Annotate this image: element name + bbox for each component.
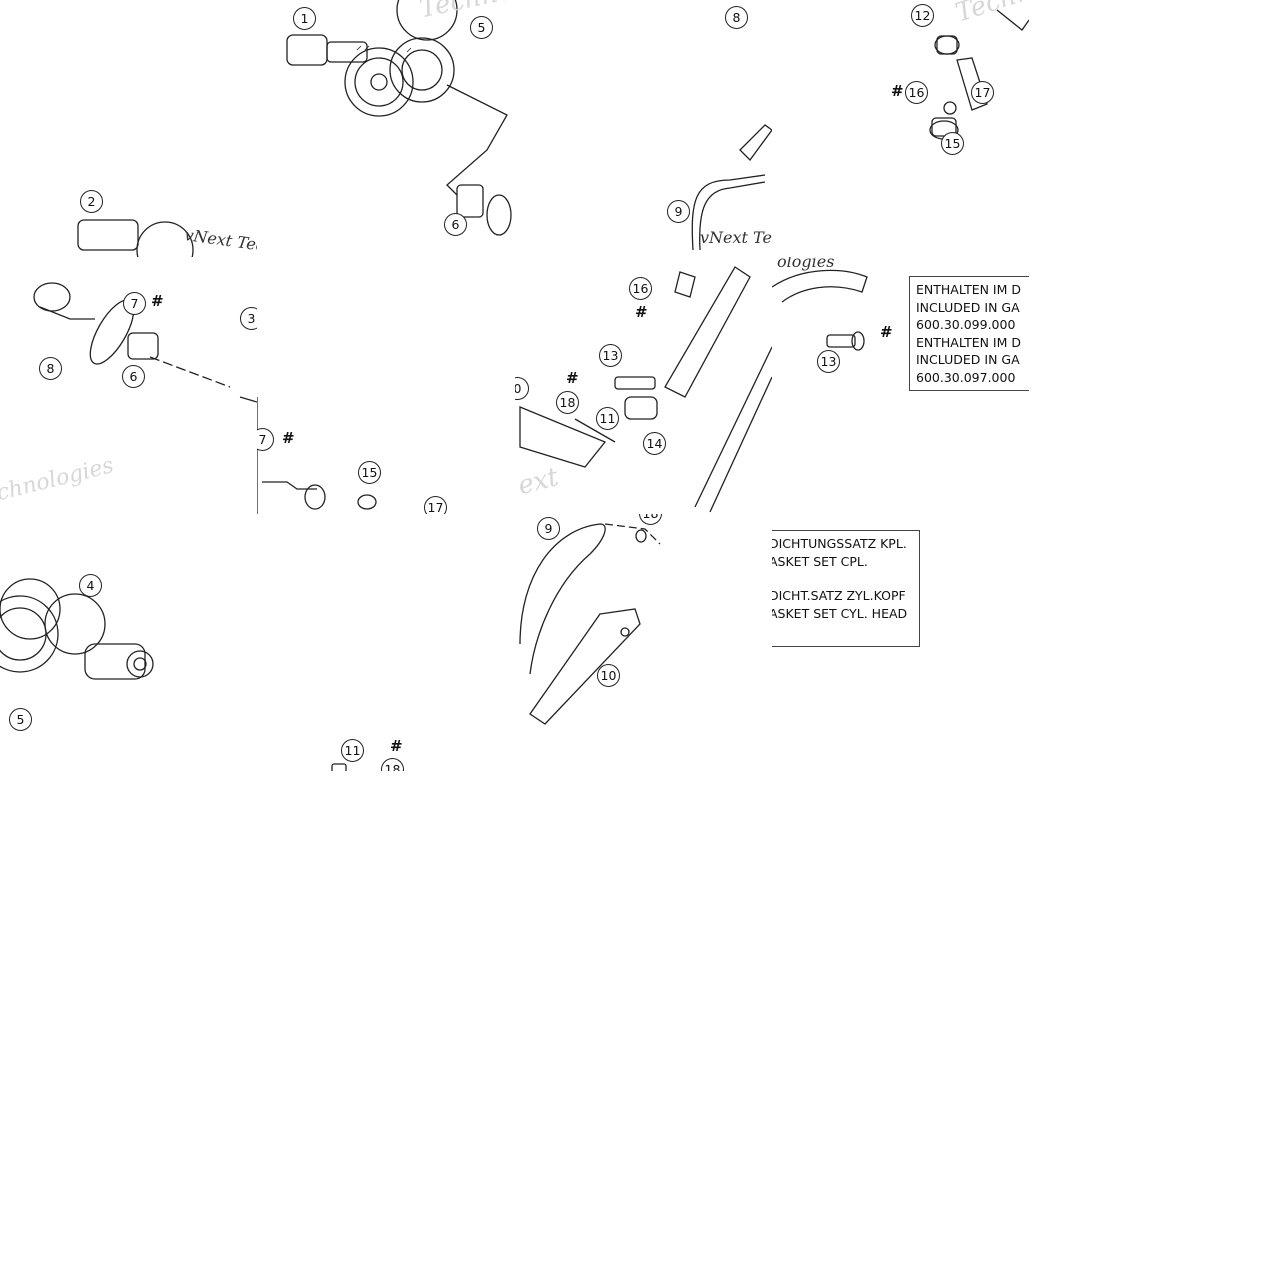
tile-camshaft-top: Technolo 1 5 6 bbox=[257, 0, 515, 257]
callout-13b: 13 bbox=[817, 350, 840, 373]
info-line: DICHT.SATZ ZYL.KOPF bbox=[772, 588, 906, 603]
callout-2: 2 bbox=[80, 190, 103, 213]
tensioner-drawing bbox=[772, 269, 868, 351]
callout-13: 13 bbox=[599, 344, 622, 367]
callout-10b: 10 bbox=[597, 664, 620, 687]
callout-9b: 9 bbox=[537, 517, 560, 540]
tile-chain-top: vNext Tec 8 9 bbox=[515, 0, 772, 257]
camshaft-bottom-drawing bbox=[0, 578, 154, 680]
info-line: ENTHALTEN IM D bbox=[916, 334, 1022, 350]
info-box-gasket-set: DICHTUNGSSATZ KPL. ASKET SET CPL. DICHT.… bbox=[772, 530, 920, 647]
info-line: INCLUDED IN GA bbox=[916, 352, 1020, 367]
camshaft-fragment-drawing bbox=[77, 219, 194, 257]
callout-1: 1 bbox=[293, 7, 316, 30]
watermark-text: ologies bbox=[777, 257, 835, 271]
watermark-text: vNext Tec bbox=[700, 228, 772, 247]
hash-mark: # bbox=[151, 292, 164, 310]
info-gap bbox=[772, 570, 913, 587]
tile-chain-bottom: 9 18 10 bbox=[515, 514, 772, 771]
callout-6b: 6 bbox=[122, 365, 145, 388]
tile-info-bottom: DICHTUNGSSATZ KPL. ASKET SET CPL. DICHT.… bbox=[772, 514, 1029, 771]
tile-camshaft-bottom: 4 5 bbox=[0, 514, 257, 771]
callout-16: 16 bbox=[905, 81, 928, 104]
callout-6: 6 bbox=[444, 213, 467, 236]
info-line: ASKET SET CPL. bbox=[772, 553, 868, 569]
callout-5b: 5 bbox=[9, 708, 32, 731]
hash-mark: # bbox=[891, 82, 904, 100]
callout-5: 5 bbox=[470, 16, 493, 39]
tile-info-top: ologies 13 # ENTHALTEN IM D INCLUDED IN … bbox=[772, 257, 1029, 514]
callout-7b: 7 bbox=[257, 428, 274, 451]
callout-15: 15 bbox=[941, 132, 964, 155]
info-line: INCLUDED IN GA bbox=[916, 299, 1020, 315]
callout-7: 7 bbox=[123, 292, 146, 315]
callout-14: 14 bbox=[643, 432, 666, 455]
hash-mark: # bbox=[566, 369, 579, 387]
chain-top-drawing bbox=[691, 124, 772, 251]
callout-18: 18 bbox=[556, 391, 579, 414]
chain-guide-drawing bbox=[519, 266, 772, 513]
hash-mark: # bbox=[390, 737, 403, 755]
callout-9: 9 bbox=[667, 200, 690, 223]
callout-8b: 8 bbox=[39, 357, 62, 380]
bolts-drawing bbox=[929, 9, 1029, 140]
hash-mark: # bbox=[282, 429, 295, 447]
info-box-included-in: ENTHALTEN IM D INCLUDED IN GA 600.30.099… bbox=[909, 276, 1029, 391]
seal-drawing bbox=[257, 397, 377, 514]
callout-12: 12 bbox=[911, 4, 934, 27]
info-line: DICHTUNGSSATZ KPL. bbox=[772, 536, 907, 551]
tile-bolt-bottom: 11 # 18 bbox=[257, 728, 514, 771]
tile-chain-middle: ext 16 # 13 # 18 11 14 0 bbox=[515, 257, 772, 514]
callout-3: 3 bbox=[240, 307, 257, 330]
tile-shaft-left: chnologies 7 # 8 6 3 bbox=[0, 257, 257, 514]
chain-guide-bottom-drawing bbox=[519, 523, 661, 725]
tile-camshaft-left: vNext Tec 2 bbox=[0, 0, 257, 257]
callout-17: 17 bbox=[971, 81, 994, 104]
callout-11b: 11 bbox=[341, 739, 364, 762]
tile-seal-middle: 7 # 15 17 bbox=[257, 257, 514, 514]
callout-4: 4 bbox=[79, 574, 102, 597]
callout-11: 11 bbox=[596, 407, 619, 430]
info-line: 600.30.099.000 bbox=[916, 317, 1016, 332]
tile-bolts-top: Technolo 12 # 16 17 15 16 bbox=[772, 0, 1029, 257]
callout-17b: 17 bbox=[424, 496, 447, 514]
info-line: ENTHALTEN IM D bbox=[916, 282, 1022, 297]
hash-mark: # bbox=[880, 323, 893, 341]
info-line: ASKET SET CYL. HEAD bbox=[772, 605, 908, 621]
bolt-bottom-drawing bbox=[331, 763, 347, 771]
camshaft-drawing bbox=[286, 0, 512, 236]
callout-8: 8 bbox=[725, 6, 748, 29]
callout-16b: 16 bbox=[629, 277, 652, 300]
info-line: 600.30.097.000 bbox=[916, 369, 1016, 385]
hash-mark: # bbox=[635, 303, 648, 321]
callout-15b: 15 bbox=[358, 461, 381, 484]
